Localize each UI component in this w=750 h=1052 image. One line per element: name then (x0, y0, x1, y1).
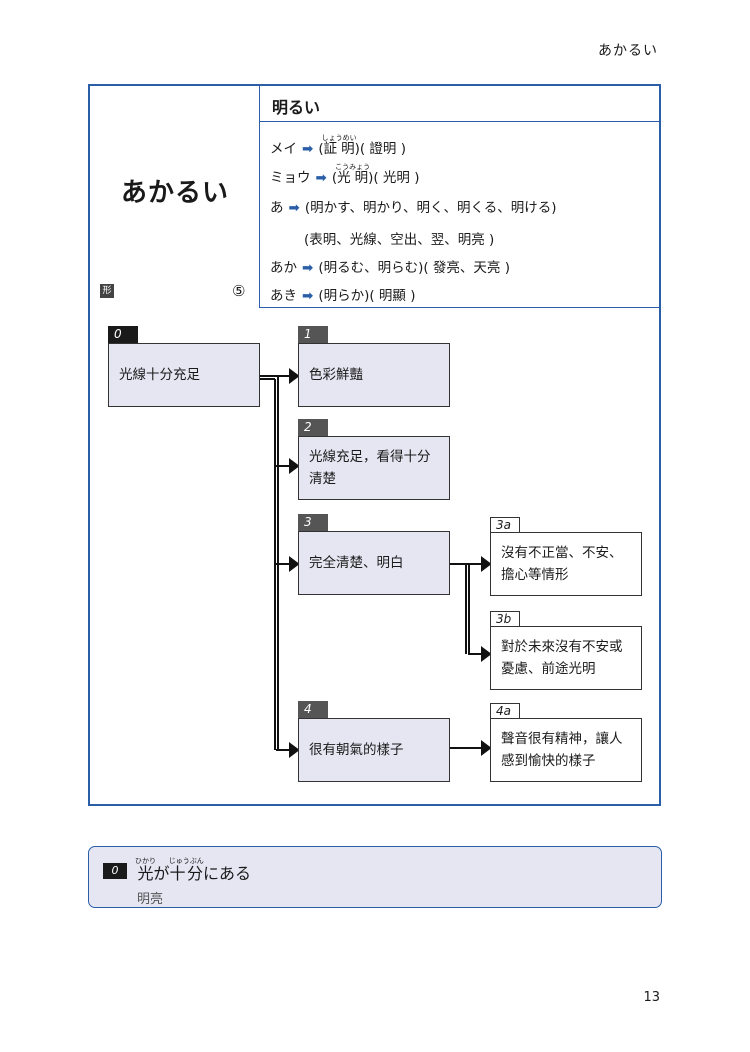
example-particle: が (153, 864, 170, 883)
reading-line: あか ➡(明るむ、明らむ)( 發亮、天亮 ) (270, 256, 510, 276)
sense-node-2: 2 光線充足，看得十分清楚 (298, 419, 450, 500)
reading-line: あ➡(明かす、明かり、明く、明くる、明ける) (270, 196, 556, 216)
sense-node-3: 3 完全清楚、明白 (298, 514, 450, 595)
example-box: 0 光ひかりが十分じゅうぶんにある 明亮 (88, 846, 662, 908)
reading-prefix: あき (270, 288, 297, 304)
meaning-tree-connectors (260, 368, 492, 758)
reading-translation: ( 光明 ) (373, 170, 420, 186)
running-head: あかるい (598, 43, 658, 59)
reading-words: (明かす、明かり、明く、明くる、明ける) (304, 200, 557, 216)
furigana: じゅうぶん (168, 857, 204, 865)
reading-line: あき ➡(明らか)( 明顯 ) (270, 284, 415, 304)
reading-line: (表明、光線、空出、翌、明亮 ) (304, 228, 494, 248)
sense-text: 沒有不正當、不安、擔心等情形 (501, 545, 623, 583)
sense-number-tag: 3 (298, 514, 328, 531)
headword-panel: あかるい 形 ⑤ (90, 86, 260, 308)
sense-number-tag: 3a (490, 517, 520, 532)
sense-text: 聲音很有精神，讓人感到愉快的樣子 (501, 731, 623, 769)
sense-text: 很有朝氣的樣子 (309, 742, 404, 758)
furigana: ひかり (135, 857, 156, 865)
sense-node-1: 1 色彩鮮豔 (298, 326, 450, 407)
arrow-right-icon: ➡ (302, 141, 314, 157)
reading-word: 光明 (335, 170, 371, 186)
sense-number-tag: 3b (490, 611, 520, 626)
sense-text: 完全清楚、明白 (309, 555, 404, 571)
reading-words: (明るむ、明らむ)( 發亮、天亮 ) (318, 260, 510, 276)
kanji-header: 明るい (260, 86, 661, 122)
reading-prefix: メイ (270, 141, 297, 157)
reading-word: 証明 (321, 141, 357, 157)
sense-node-4: 4 很有朝氣的樣子 (298, 701, 450, 782)
reading-line: ミョウ➡(光明こうみょう)( 光明 ) (270, 163, 420, 186)
entry-box: あかるい 形 ⑤ 明るい メイ➡(証明しょうめい)( 證明 ) ミョウ➡(光明こ… (88, 84, 661, 806)
sense-number-tag: 4 (298, 701, 328, 718)
sense-node-3a: 3a 沒有不正當、不安、擔心等情形 (490, 517, 642, 596)
sense-number-tag: 1 (298, 326, 328, 343)
sense-number-tag: 4a (490, 703, 520, 718)
sense-number-tag: 0 (108, 326, 138, 343)
sense-text: 色彩鮮豔 (309, 367, 363, 383)
sense-text: 光線十分充足 (119, 367, 200, 383)
reading-prefix: ミョウ (270, 170, 311, 186)
part-of-speech-tag: 形 (100, 284, 114, 298)
kanji-title: 明るい (272, 98, 321, 117)
readings-list: メイ➡(証明しょうめい)( 證明 ) ミョウ➡(光明こうみょう)( 光明 ) あ… (260, 122, 661, 308)
sense-number-tag: 2 (298, 419, 328, 436)
example-rest: にある (203, 864, 252, 883)
headword: あかるい (120, 178, 229, 208)
arrow-right-icon: ➡ (315, 170, 327, 186)
sense-text: 對於未來沒有不安或憂慮、前途光明 (501, 639, 623, 677)
furigana: しょうめい (321, 134, 357, 142)
arrow-right-icon: ➡ (302, 260, 314, 276)
reading-prefix: あか (270, 260, 297, 276)
example-translation: 明亮 (137, 892, 164, 907)
arrow-right-icon: ➡ (288, 200, 300, 216)
arrow-right-icon: ➡ (302, 288, 314, 304)
sense-text: 光線充足，看得十分清楚 (309, 449, 431, 487)
reading-translation: (表明、光線、空出、翌、明亮 ) (304, 232, 495, 248)
sense-node-3b: 3b 對於未來沒有不安或憂慮、前途光明 (490, 611, 642, 690)
page-number: 13 (643, 990, 660, 1005)
example-sentence: 光ひかりが十分じゅうぶんにある (135, 857, 251, 884)
sense-node-0: 0 光線十分充足 (108, 326, 260, 407)
sense-node-4a: 4a 聲音很有精神，讓人感到愉快的樣子 (490, 703, 642, 782)
reading-prefix: あ (270, 200, 284, 216)
reading-translation: ( 證明 ) (359, 141, 406, 157)
reading-line: メイ➡(証明しょうめい)( 證明 ) (270, 134, 406, 157)
furigana: こうみょう (335, 163, 371, 171)
example-word: 光 (135, 864, 156, 883)
sense-count: ⑤ (232, 282, 246, 300)
example-sense-tag: 0 (103, 863, 127, 879)
reading-words: (明らか)( 明顯 ) (318, 288, 416, 304)
example-word: 十分 (168, 864, 204, 883)
